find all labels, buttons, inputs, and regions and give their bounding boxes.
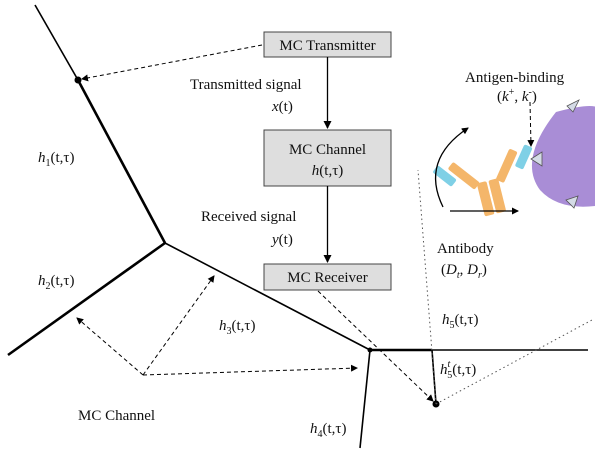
mc-channel-block-h: h(t,τ)	[312, 163, 343, 179]
mc-channel-pointer-mid	[142, 275, 215, 376]
antigen-binding-label: Antigen-binding	[465, 70, 565, 86]
receptor-icon	[530, 151, 543, 167]
transmitted-signal-label: Transmitted signal	[190, 77, 302, 93]
block-diagram: MC Transmitter MC Channel h(t,τ) MC Rece…	[263, 31, 392, 291]
h1-label: h1(t,τ)	[38, 150, 74, 169]
mc-receiver-block	[263, 263, 392, 291]
vessel-segment	[76, 79, 167, 244]
transmitter-pointer-arrow	[81, 44, 263, 82]
h5-label: h5(t,τ)	[442, 312, 478, 331]
receptor-icon	[565, 195, 579, 209]
antibody-icon	[433, 144, 533, 217]
mc-channel-caption: MC Channel	[78, 408, 155, 424]
y-of-t-label: y(t)	[270, 232, 293, 248]
vessel-segment	[34, 4, 79, 81]
x-of-t-label: x(t)	[271, 99, 293, 115]
received-signal-label: Received signal	[201, 209, 296, 225]
antibody-illustration	[433, 99, 595, 217]
vessel-segment	[164, 242, 371, 351]
junction-node	[367, 347, 373, 353]
mc-receiver-label: MC Receiver	[287, 270, 367, 286]
mc-channel-pointer-left	[76, 317, 144, 376]
antigen-binding-pointer	[527, 101, 535, 147]
zoom-wedge-line	[417, 169, 437, 405]
h4-label: h4(t,τ)	[310, 421, 346, 440]
vessel-segment	[7, 241, 166, 357]
target-cell	[532, 106, 595, 207]
diffusion-coeffs-label: (Dt, Dr)	[441, 262, 487, 281]
h3-label: h3(t,τ)	[219, 318, 255, 337]
rotation-arrow	[435, 127, 469, 208]
vessel-segment	[359, 349, 371, 449]
receptor-icon	[566, 99, 580, 113]
mc-channel-pointer-right	[142, 364, 358, 376]
receiver-pointer-arrow	[317, 290, 434, 402]
mc-transmitter-label: MC Transmitter	[279, 38, 375, 54]
h2-label: h2(t,τ)	[38, 273, 74, 292]
antibody-label: Antibody	[437, 241, 494, 257]
rate-constants-label: (k+, k-)	[497, 87, 537, 105]
transmitter-node	[74, 76, 82, 84]
mc-channel-block-title: MC Channel	[289, 142, 366, 158]
